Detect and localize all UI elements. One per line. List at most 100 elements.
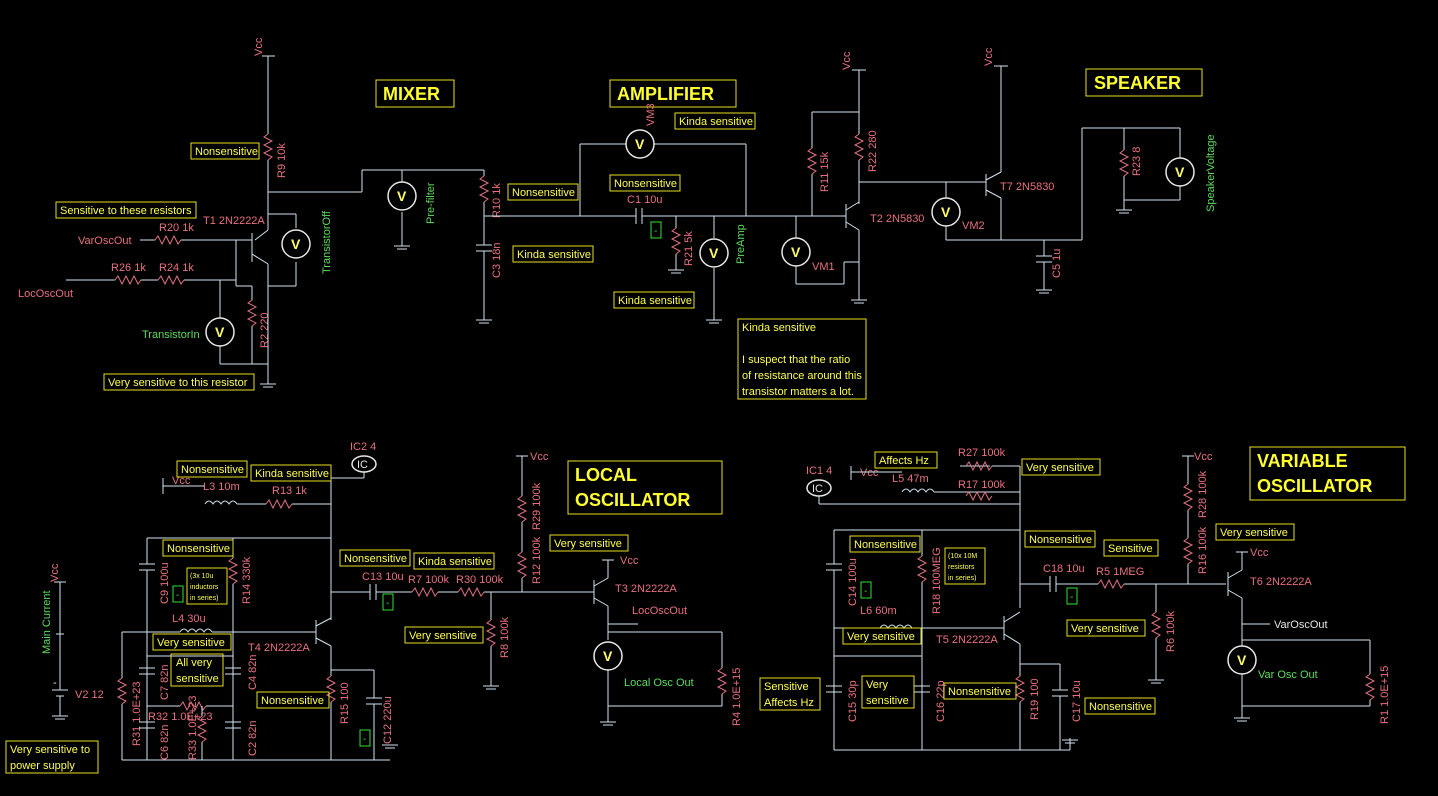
note-nonsensitive-c14: Nonsensitive <box>849 535 921 553</box>
title-mixer: MIXER <box>375 79 455 108</box>
note-inductors-series: (3x 10u inductors in series) <box>186 567 228 605</box>
power-supply-section: Vcc V2 12 Main Current - <box>41 563 104 720</box>
voltmeter-pre-filter[interactable]: V <box>387 181 417 211</box>
resistor-r12 <box>516 551 528 579</box>
resistor-r26 <box>114 274 142 286</box>
inductor-l5 <box>901 488 935 493</box>
note-affects-hz: Affects Hz <box>874 451 938 469</box>
svg-text:C14 100u: C14 100u <box>847 558 859 606</box>
title-variable-oscillator: VARIABLE OSCILLATOR <box>1249 446 1406 501</box>
ic2-marker <box>351 455 377 473</box>
svg-text:R22 280: R22 280 <box>867 130 879 172</box>
voltmeter-vm1[interactable]: V <box>781 237 811 267</box>
svg-text:Vcc: Vcc <box>49 563 61 582</box>
svg-text:C16 22p: C16 22p <box>935 680 947 722</box>
svg-text:C17 10u: C17 10u <box>1071 680 1083 722</box>
note-nonsensitive-amp: Nonsensitive <box>507 183 579 201</box>
probe-c1[interactable]: - <box>650 221 662 239</box>
svg-text:C15 30p: C15 30p <box>847 680 859 722</box>
resistor-r17 <box>965 490 993 502</box>
voltmeter-transistor-off[interactable]: V <box>281 229 311 259</box>
note-kinda-sensitive-r13: Kinda sensitive <box>250 464 332 482</box>
transistor-off-label: TransistorOff <box>321 210 333 274</box>
note-kinda-sensitive-c3: Kinda sensitive <box>512 245 594 263</box>
svg-text:OSCILLATOR: OSCILLATOR <box>575 490 690 510</box>
svg-text:-: - <box>53 677 57 689</box>
svg-text:R21 5k: R21 5k <box>683 231 695 266</box>
svg-text:R2 220: R2 220 <box>259 313 271 348</box>
svg-text:R27 100k: R27 100k <box>958 447 1006 459</box>
note-very-sensitive-c15: Very sensitive <box>861 675 915 709</box>
svg-text:Vcc: Vcc <box>841 51 853 70</box>
variable-oscillator-section: IC1 4 IC Vcc L5 47m R27 100k R17 100k C1… <box>806 447 1391 751</box>
svg-text:R10 1k: R10 1k <box>491 183 503 218</box>
resistor-r4 <box>716 667 728 695</box>
svg-text:Very sensitive to: Very sensitive to <box>10 744 90 756</box>
svg-text:Vcc: Vcc <box>1194 451 1213 463</box>
svg-text:Affects Hz: Affects Hz <box>879 455 929 467</box>
svg-text:R30 100k: R30 100k <box>456 574 504 586</box>
svg-text:IC: IC <box>357 459 368 471</box>
note-very-sensitive-r27: Very sensitive <box>1021 458 1101 476</box>
probe-c13[interactable]: - <box>382 593 394 611</box>
svg-text:Sensitive: Sensitive <box>764 681 809 693</box>
note-resistors-series: (10x 10M resistors in series) <box>944 547 986 585</box>
voltmeter-local-osc-out[interactable]: V <box>593 641 623 671</box>
resistor-r14 <box>227 557 239 585</box>
svg-text:power supply: power supply <box>10 760 75 772</box>
pre-filter-label: Pre-filter <box>425 182 437 224</box>
svg-text:T5 2N2222A: T5 2N2222A <box>936 634 998 646</box>
svg-text:R16 100k: R16 100k <box>1197 526 1209 574</box>
probe-c18[interactable]: - <box>1066 587 1078 605</box>
svg-text:All very: All very <box>176 657 213 669</box>
svg-text:R5 1MEG: R5 1MEG <box>1096 566 1144 578</box>
resistor-r16 <box>1182 537 1194 565</box>
probe-c9[interactable]: - <box>172 585 184 603</box>
note-nonsensitive-l3: Nonsensitive <box>176 460 248 478</box>
voltmeter-preamp[interactable]: V <box>699 238 729 268</box>
resistor-r29 <box>516 495 528 523</box>
svg-text:V: V <box>603 648 613 664</box>
resistor-r13 <box>265 498 293 510</box>
resistor-r19 <box>1014 675 1026 703</box>
svg-text:VarOscOut: VarOscOut <box>78 235 132 247</box>
svg-text:V: V <box>397 188 407 204</box>
svg-text:SPEAKER: SPEAKER <box>1094 73 1181 93</box>
note-sensitive-to-these-resistors: Sensitive to these resistors <box>55 201 197 219</box>
svg-text:Nonsensitive: Nonsensitive <box>344 553 407 565</box>
svg-text:Nonsensitive: Nonsensitive <box>512 187 575 199</box>
svg-text:T3 2N2222A: T3 2N2222A <box>615 583 677 595</box>
note-all-very-sensitive: All very sensitive <box>170 653 224 687</box>
svg-text:Kinda sensitive: Kinda sensitive <box>618 295 692 307</box>
voltmeter-vm2[interactable]: V <box>931 197 961 227</box>
svg-text:C7 82n: C7 82n <box>159 665 171 700</box>
transistor-in-label: TransistorIn <box>142 329 200 341</box>
resistor-r2 <box>246 299 258 327</box>
resistor-r10 <box>478 175 490 203</box>
svg-text:L3 10m: L3 10m <box>203 481 240 493</box>
probe-c12[interactable]: - <box>359 729 371 747</box>
svg-text:Very sensitive: Very sensitive <box>409 630 477 642</box>
svg-text:C9 100u: C9 100u <box>159 562 171 604</box>
note-very-sensitive-r8: Very sensitive <box>404 626 484 644</box>
svg-text:V: V <box>1237 652 1247 668</box>
voltmeter-transistor-in[interactable]: V <box>205 317 235 347</box>
local-oscillator-section: Vcc L3 10m R13 1k IC2 4 IC C9 100u R14 3… <box>116 441 743 761</box>
voltmeter-speaker-voltage[interactable]: V <box>1165 157 1195 187</box>
svg-text:R4 1.0E+15: R4 1.0E+15 <box>731 668 743 726</box>
voltmeter-var-osc-out[interactable]: V <box>1227 645 1257 675</box>
svg-text:Vcc: Vcc <box>1250 547 1269 559</box>
note-very-sensitive-r6: Very sensitive <box>1066 619 1146 637</box>
note-kinda-sensitive-r7: Kinda sensitive <box>413 552 495 570</box>
preamp-label: PreAmp <box>735 224 747 264</box>
svg-text:Very sensitive: Very sensitive <box>157 637 225 649</box>
note-kinda-sensitive-r21: Kinda sensitive <box>613 291 695 309</box>
inductor-l3 <box>204 500 238 505</box>
resistor-r31 <box>116 677 128 705</box>
svg-text:Nonsensitive: Nonsensitive <box>948 686 1011 698</box>
note-nonsensitive-c17: Nonsensitive <box>1084 697 1156 715</box>
probe-c14[interactable]: - <box>860 581 872 599</box>
svg-text:IC1 4: IC1 4 <box>806 465 832 477</box>
voltmeter-vm3[interactable]: V <box>625 129 655 159</box>
